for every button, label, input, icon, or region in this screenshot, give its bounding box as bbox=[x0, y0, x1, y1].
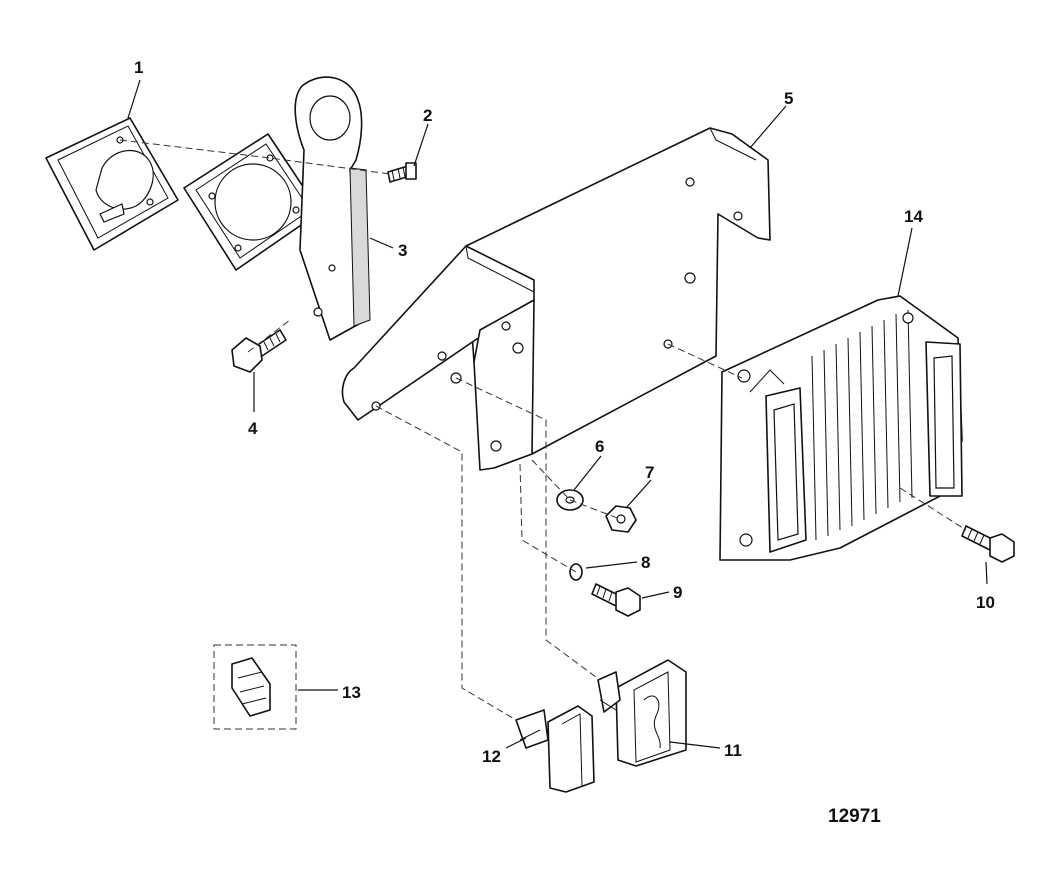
callout-12: 12 bbox=[482, 747, 501, 766]
part-10-bolt bbox=[961, 525, 1015, 563]
callout-2: 2 bbox=[423, 106, 432, 125]
part-1-gasket-second bbox=[183, 133, 321, 271]
callout-labels: 1 2 3 4 5 6 7 8 9 10 11 12 13 14 bbox=[134, 58, 995, 766]
callout-9: 9 bbox=[673, 583, 682, 602]
part-11-clip bbox=[597, 659, 687, 767]
callout-1: 1 bbox=[134, 58, 143, 77]
figure-number: 12971 bbox=[828, 806, 881, 827]
part-4-bolt bbox=[231, 329, 287, 373]
part-14-module bbox=[719, 295, 963, 561]
callout-3: 3 bbox=[398, 241, 407, 260]
callout-4: 4 bbox=[248, 419, 258, 438]
part-3-plate bbox=[294, 76, 371, 341]
part-1-gasket bbox=[45, 117, 179, 251]
callout-14: 14 bbox=[904, 207, 923, 226]
callout-6: 6 bbox=[595, 437, 604, 456]
part-12-clip bbox=[515, 705, 595, 793]
part-9-bolt bbox=[591, 583, 641, 617]
callout-13: 13 bbox=[342, 683, 361, 702]
part-5-bracket bbox=[341, 127, 771, 471]
callout-8: 8 bbox=[641, 553, 650, 572]
part-7-nut bbox=[605, 505, 637, 533]
part-13-clip-detail bbox=[213, 644, 297, 730]
part-2-screw bbox=[387, 162, 417, 183]
leader-lines bbox=[127, 79, 988, 749]
module-fins bbox=[811, 309, 913, 541]
callout-7: 7 bbox=[645, 463, 654, 482]
callout-10: 10 bbox=[976, 593, 995, 612]
callout-5: 5 bbox=[784, 89, 793, 108]
assembly-lines bbox=[119, 139, 967, 721]
callout-11: 11 bbox=[724, 741, 742, 760]
